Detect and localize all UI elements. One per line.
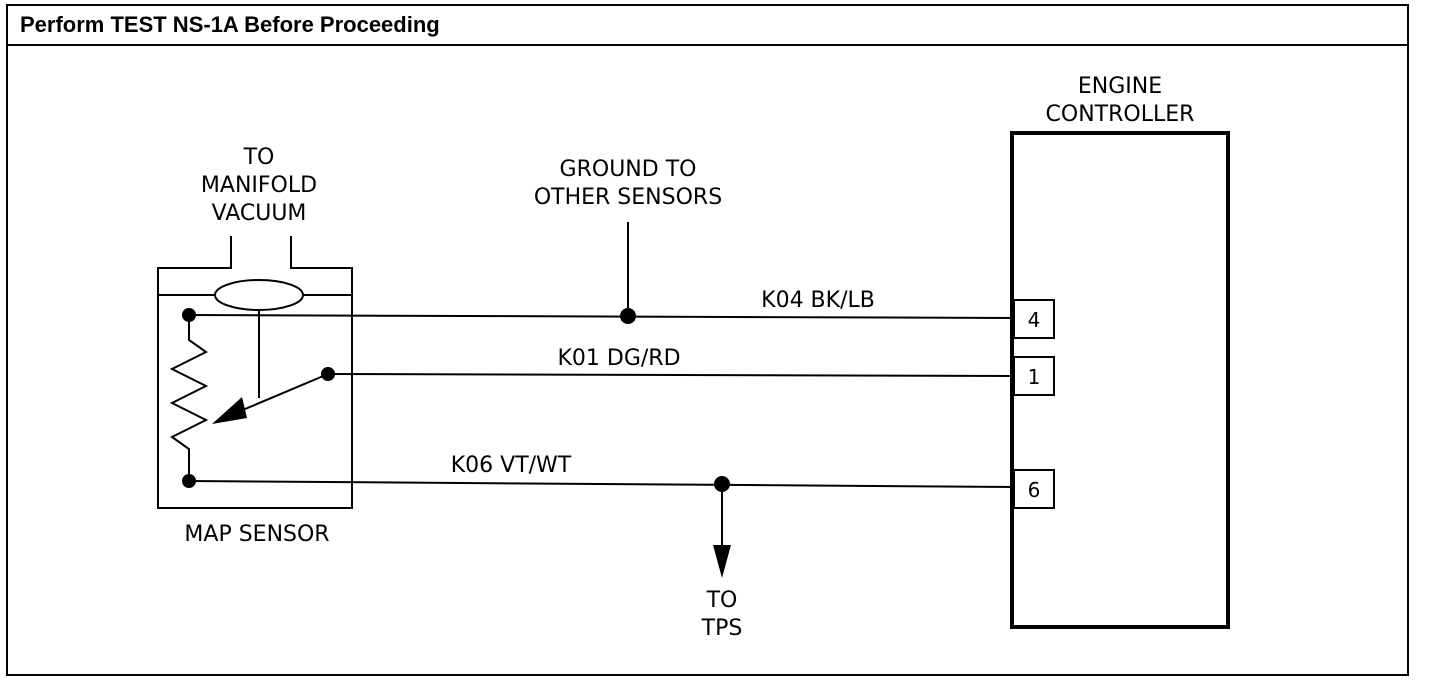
wire-k06 (188, 480, 1015, 488)
wire-k04-label: K04 BK/LB (761, 288, 875, 313)
engine-controller-box (1010, 131, 1230, 629)
manifold-label-line3: VACUUM (212, 201, 307, 226)
pin-1-label: 1 (1028, 365, 1041, 389)
resistor-zigzag (169, 315, 209, 481)
wire-k06-label: K06 VT/WT (451, 453, 572, 478)
tps-label-line2: TPS (701, 616, 743, 641)
manifold-label-line1: TO (243, 145, 275, 170)
tps-label-line1: TO (706, 588, 738, 613)
map-sensor-label: MAP SENSOR (184, 522, 329, 547)
engine-controller-label-line1: ENGINE (1078, 74, 1162, 99)
map-sensor (157, 236, 353, 509)
wire-k01 (327, 373, 1015, 377)
pin-4-box (1013, 299, 1055, 339)
ground-splice-dot (620, 308, 636, 324)
wiper-arrow (212, 397, 247, 424)
engine-controller-label-line2: CONTROLLER (1046, 102, 1195, 127)
pin-6-box (1013, 469, 1055, 509)
ground-label-line1: GROUND TO (560, 157, 697, 182)
manifold-label-line2: MANIFOLD (201, 173, 317, 198)
wire-k01-label: K01 DG/RD (557, 346, 680, 371)
wire-k04 (188, 314, 1015, 319)
pin-4-label: 4 (1028, 308, 1041, 332)
header-title: Perform TEST NS-1A Before Proceeding (20, 12, 440, 37)
tps-arrow (713, 545, 731, 578)
vacuum-diaphragm (214, 279, 304, 311)
diagram-frame: Perform TEST NS-1A Before Proceeding (6, 4, 1409, 676)
pin-6-label: 6 (1028, 478, 1041, 502)
header-bar: Perform TEST NS-1A Before Proceeding (8, 6, 1407, 46)
ground-label-line2: OTHER SENSORS (534, 185, 722, 210)
